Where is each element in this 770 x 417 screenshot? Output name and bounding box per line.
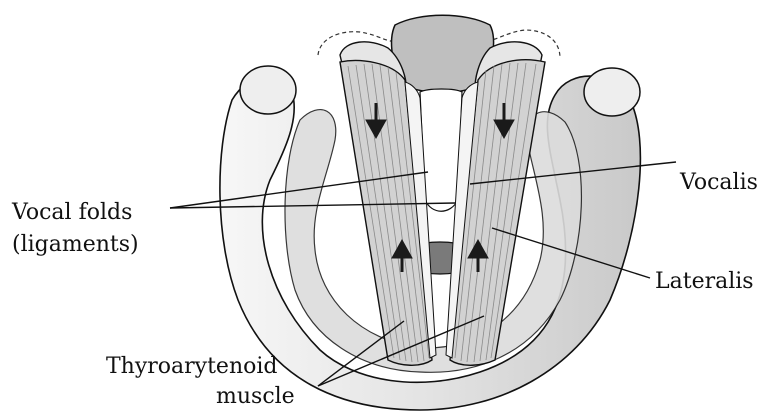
right-horn bbox=[584, 68, 640, 116]
label-thyroarytenoid: Thyroarytenoid bbox=[106, 354, 278, 380]
label-lateralis: Lateralis bbox=[655, 269, 754, 295]
left-horn bbox=[240, 66, 296, 114]
label-ligaments: (ligaments) bbox=[12, 232, 139, 258]
label-vocal-folds: Vocal folds bbox=[12, 200, 132, 226]
label-vocalis: Vocalis bbox=[680, 170, 758, 196]
label-muscle: muscle bbox=[216, 384, 295, 410]
